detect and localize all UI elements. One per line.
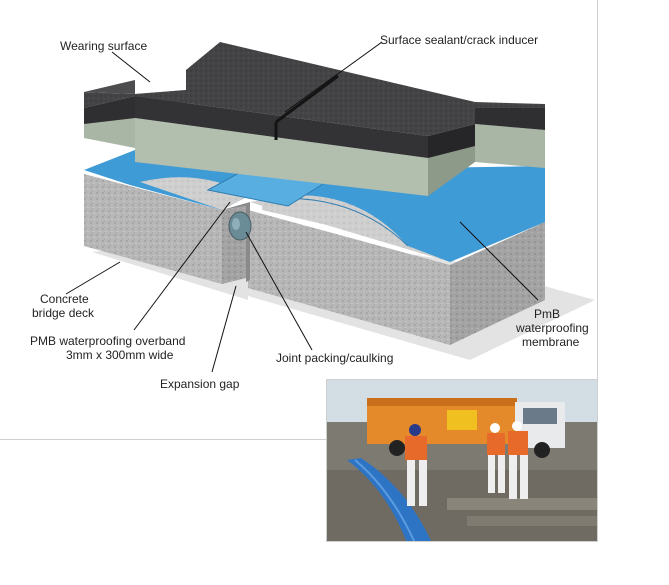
screed-front-right	[475, 124, 545, 168]
concrete-front-right	[248, 210, 450, 345]
surface-sealant-groove	[275, 74, 339, 124]
label-joint-packing: Joint packing/caulking	[276, 351, 393, 365]
worker-2	[487, 423, 505, 493]
label-concrete-1: Concrete	[40, 292, 89, 306]
label-pmb-3: membrane	[522, 335, 580, 349]
wearing-surface-top	[84, 42, 545, 136]
label-overband-1: PMB waterproofing overband	[30, 334, 185, 348]
site-photo	[326, 379, 598, 542]
concrete-front-left	[84, 174, 222, 284]
wearing-surface-front	[84, 96, 135, 124]
diagram-frame	[0, 0, 598, 440]
screed-front-mid	[135, 118, 428, 196]
label-wearing-surface: Wearing surface	[60, 39, 147, 53]
label-surface-sealant: Surface sealant/crack inducer	[380, 33, 538, 47]
concrete-side-right	[450, 222, 545, 345]
expansion-gap	[222, 202, 250, 282]
label-pmb-1: PmB	[534, 307, 560, 321]
worker-3	[508, 421, 528, 499]
worker-1	[405, 424, 427, 506]
label-concrete-2: bridge deck	[32, 306, 95, 320]
membrane-strip	[347, 458, 432, 541]
label-overband-2: 3mm x 300mm wide	[66, 348, 174, 362]
label-expansion-gap: Expansion gap	[160, 377, 240, 391]
leader-lines	[65, 41, 539, 373]
label-pmb-2: waterproofing	[515, 321, 589, 335]
